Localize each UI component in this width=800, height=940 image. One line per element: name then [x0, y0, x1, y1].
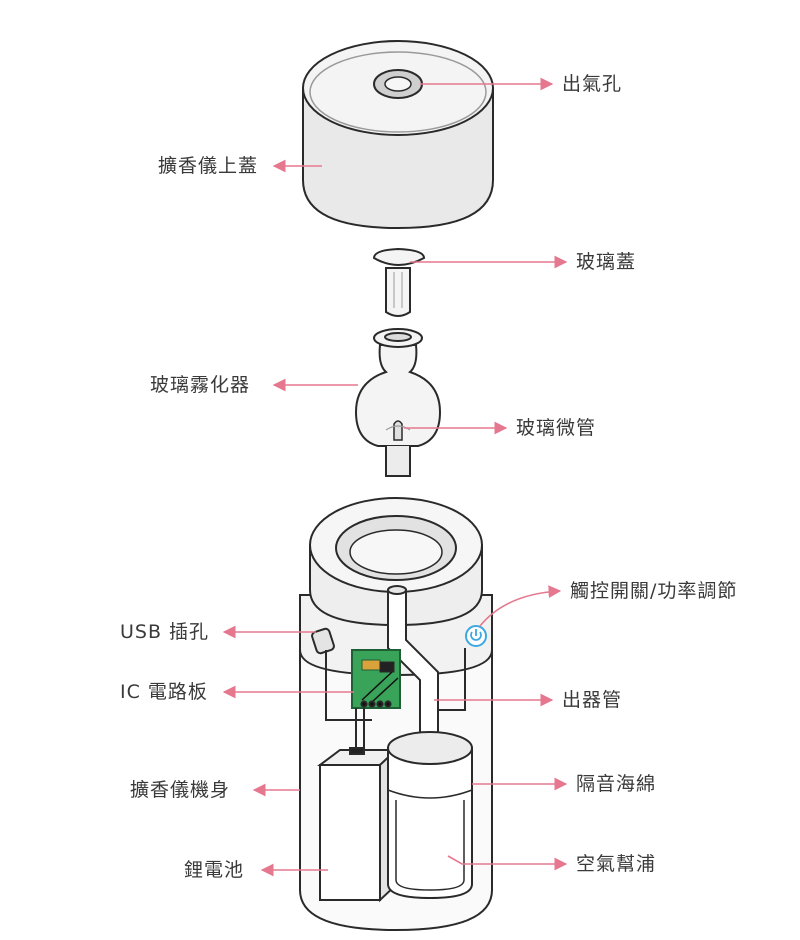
label-glass-lid: 玻璃蓋 [576, 251, 637, 273]
label-touch-switch: 觸控開關/功率調節 [570, 580, 738, 602]
label-air-pump: 空氣幫浦 [576, 853, 657, 875]
label-body: 擴香儀機身 [130, 779, 231, 801]
label-battery: 鋰電池 [184, 859, 245, 881]
glass-lid [372, 247, 426, 317]
label-outlet-tube: 出器管 [562, 689, 623, 711]
top-cover [302, 40, 494, 230]
label-glass-microtube: 玻璃微管 [516, 417, 597, 439]
diffuser-body [299, 497, 493, 932]
label-top-cover: 擴香儀上蓋 [158, 155, 259, 177]
label-outlet-hole: 出氣孔 [562, 73, 623, 95]
label-foam: 隔音海綿 [576, 773, 657, 795]
label-ic-board: IC 電路板 [120, 681, 208, 703]
leader-air-pump [447, 855, 568, 871]
leader-touch-switch [479, 585, 562, 627]
label-glass-atomizer: 玻璃霧化器 [150, 374, 251, 396]
label-usb-port: USB 插孔 [120, 621, 210, 643]
leader-lines [222, 77, 568, 877]
glass-atomizer [354, 328, 442, 477]
